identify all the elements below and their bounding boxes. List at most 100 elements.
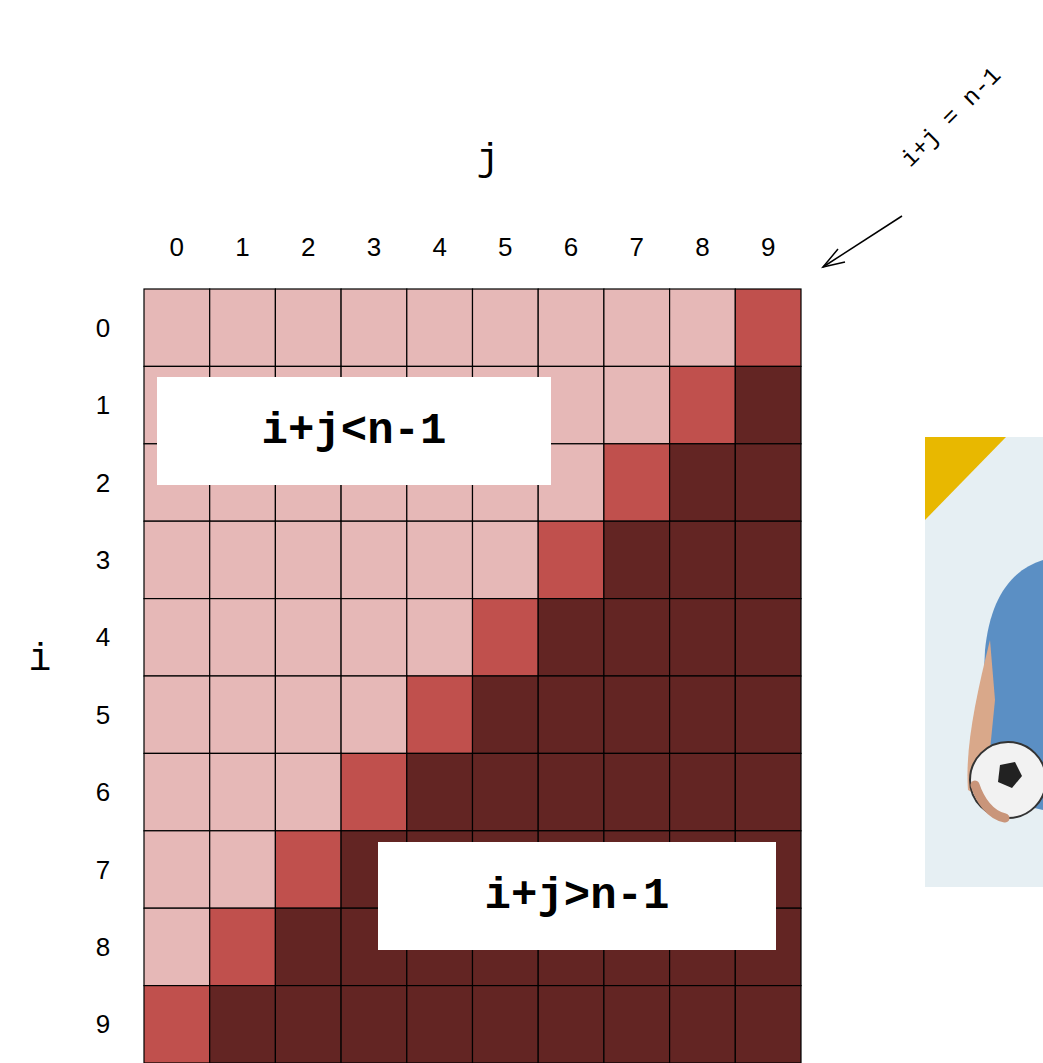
matrix-cell xyxy=(341,289,407,366)
matrix-cell xyxy=(341,599,407,676)
matrix-cell xyxy=(210,599,276,676)
matrix-cell xyxy=(670,366,736,443)
matrix-cell xyxy=(210,676,276,753)
matrix-cell xyxy=(341,521,407,598)
matrix-cell xyxy=(275,521,341,598)
axis-label: j xyxy=(477,141,500,179)
condition-text: i+j>n-1 xyxy=(485,871,670,921)
matrix-cell xyxy=(144,753,210,830)
matrix-cell xyxy=(210,908,276,985)
column-index: 9 xyxy=(761,234,775,260)
matrix-cell xyxy=(538,289,604,366)
column-index: 0 xyxy=(170,234,184,260)
diagonal-label: i+j = n-1 xyxy=(898,64,1007,173)
matrix-cell xyxy=(735,444,801,521)
matrix-cell xyxy=(538,753,604,830)
matrix-cell xyxy=(144,521,210,598)
matrix-cell xyxy=(670,676,736,753)
matrix-cell xyxy=(538,599,604,676)
photo-background xyxy=(925,437,1043,887)
matrix-cell xyxy=(210,831,276,908)
matrix-cell xyxy=(144,289,210,366)
matrix-cell xyxy=(735,521,801,598)
matrix-cell xyxy=(670,986,736,1063)
matrix-cell xyxy=(604,676,670,753)
matrix-cell xyxy=(735,753,801,830)
matrix-cell xyxy=(275,289,341,366)
matrix-cell xyxy=(735,289,801,366)
matrix-cell xyxy=(735,366,801,443)
row-index: 3 xyxy=(96,547,110,573)
matrix-cell xyxy=(473,753,539,830)
matrix-cell xyxy=(670,753,736,830)
matrix-cell xyxy=(275,676,341,753)
arrow-head xyxy=(823,249,845,267)
row-index: 6 xyxy=(96,779,110,805)
matrix-cell xyxy=(735,986,801,1063)
column-index: 7 xyxy=(630,234,644,260)
matrix-cell xyxy=(604,986,670,1063)
yellow-corner xyxy=(925,437,1006,520)
matrix-cell xyxy=(604,366,670,443)
row-index: 1 xyxy=(96,392,110,418)
player-hand xyxy=(975,785,1005,818)
column-index: 4 xyxy=(432,234,446,260)
matrix-cell xyxy=(604,444,670,521)
row-index: 4 xyxy=(96,624,110,650)
matrix-cell xyxy=(473,986,539,1063)
row-index: 0 xyxy=(96,315,110,341)
matrix-cell xyxy=(407,521,473,598)
row-index: 9 xyxy=(96,1011,110,1037)
matrix-cell xyxy=(341,753,407,830)
matrix-cell xyxy=(604,599,670,676)
matrix-cell xyxy=(407,676,473,753)
matrix-cell xyxy=(144,986,210,1063)
matrix-cell xyxy=(473,289,539,366)
matrix-cell xyxy=(604,289,670,366)
matrix-cell xyxy=(538,521,604,598)
matrix-cell xyxy=(275,831,341,908)
matrix-cell xyxy=(670,444,736,521)
matrix-cell xyxy=(604,521,670,598)
matrix-cell xyxy=(341,986,407,1063)
matrix-cell xyxy=(275,753,341,830)
column-index: 6 xyxy=(564,234,578,260)
column-index: 1 xyxy=(235,234,249,260)
matrix-cell xyxy=(604,753,670,830)
matrix-cell xyxy=(407,986,473,1063)
row-index: 7 xyxy=(96,857,110,883)
matrix-cell xyxy=(735,676,801,753)
matrix-cell xyxy=(275,599,341,676)
condition-text: i+j<n-1 xyxy=(262,406,447,456)
football xyxy=(970,742,1043,818)
matrix-cell xyxy=(407,289,473,366)
matrix-cell xyxy=(210,521,276,598)
leader-line xyxy=(823,216,902,267)
matrix-cell xyxy=(210,986,276,1063)
column-index: 2 xyxy=(301,234,315,260)
matrix-cell xyxy=(144,599,210,676)
matrix-cell xyxy=(407,753,473,830)
matrix-cell xyxy=(210,753,276,830)
matrix-cell xyxy=(670,599,736,676)
matrix-cell xyxy=(341,676,407,753)
text-box: i+j<n-1 xyxy=(157,377,551,485)
axis-label: i xyxy=(29,641,52,679)
matrix-cell xyxy=(144,908,210,985)
row-index: 8 xyxy=(96,934,110,960)
row-index: 5 xyxy=(96,702,110,728)
matrix-cell xyxy=(473,676,539,753)
matrix-cell xyxy=(670,289,736,366)
matrix-cell xyxy=(144,831,210,908)
column-index: 5 xyxy=(498,234,512,260)
matrix-cell xyxy=(538,986,604,1063)
column-index: 8 xyxy=(695,234,709,260)
photo xyxy=(925,437,1043,887)
row-index: 2 xyxy=(96,470,110,496)
matrix-cell xyxy=(473,521,539,598)
text-box: i+j>n-1 xyxy=(378,842,776,950)
matrix-cell xyxy=(210,289,276,366)
column-index: 3 xyxy=(367,234,381,260)
matrix-cell xyxy=(275,986,341,1063)
